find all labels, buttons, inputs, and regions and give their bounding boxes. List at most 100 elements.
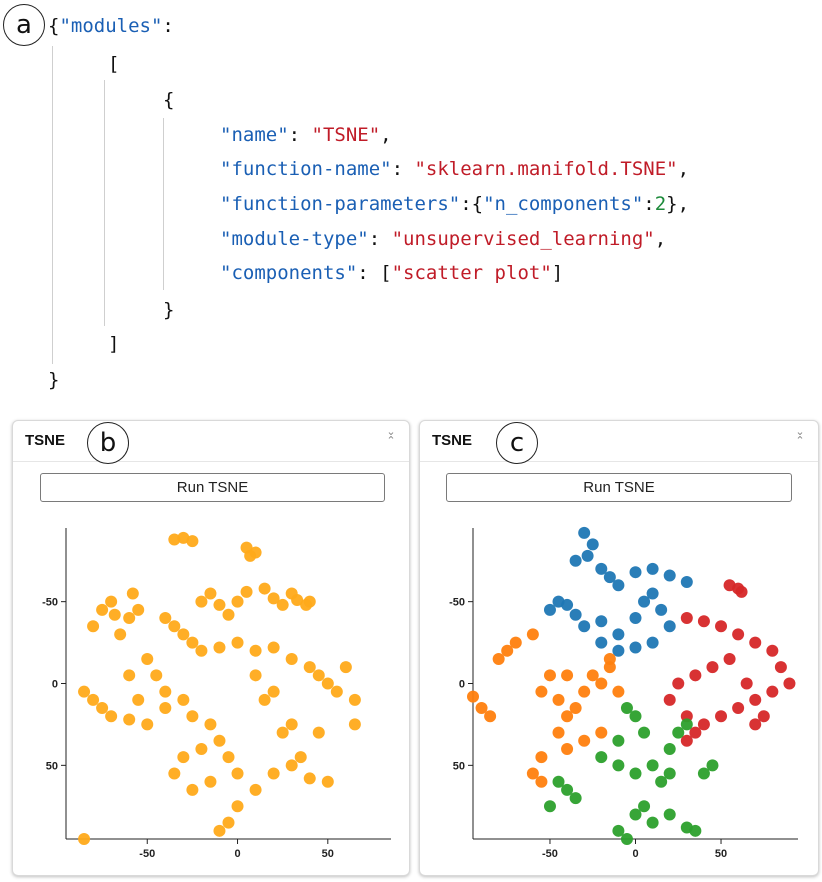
x-tick-label: -50 (139, 848, 155, 860)
scatter-point (231, 595, 244, 608)
scatter-point (735, 585, 748, 598)
scatter-point (267, 767, 280, 780)
scatter-point (595, 562, 608, 575)
scatter-point (123, 713, 136, 726)
scatter-point (646, 636, 659, 649)
scatter-point (697, 615, 710, 628)
scatter-point (177, 751, 190, 764)
scatter-point (612, 685, 625, 698)
scatter-point (757, 710, 770, 723)
y-tick-label: -50 (449, 597, 465, 609)
code-line-1: {"modules": (48, 15, 174, 37)
scatter-point (535, 775, 548, 788)
scatter-point (561, 783, 574, 796)
scatter-point (222, 816, 235, 829)
scatter-point (321, 775, 334, 788)
scatter-point (578, 685, 591, 698)
scatter-point (629, 710, 642, 723)
scatter-point (177, 693, 190, 706)
scatter-point (586, 538, 599, 551)
scatter-point (655, 603, 668, 616)
scatter-point (569, 608, 582, 621)
scatter-point (213, 824, 226, 837)
scatter-series (663, 579, 796, 747)
scatter-point (543, 800, 556, 813)
scatter-point (231, 800, 244, 813)
scatter-point (569, 792, 582, 805)
scatter-point (195, 644, 208, 657)
scatter-point (629, 808, 642, 821)
scatter-point (204, 775, 217, 788)
scatter-point (680, 612, 693, 625)
scatter-point (561, 669, 574, 682)
scatter-point (706, 759, 719, 772)
scatter-point (276, 598, 289, 611)
scatter-point (766, 685, 779, 698)
scatter-point (595, 636, 608, 649)
scatter-point (186, 636, 199, 649)
scatter-point (680, 576, 693, 589)
scatter-point (294, 751, 307, 764)
x-tick-label: 0 (632, 848, 638, 860)
y-tick-label: 50 (46, 760, 58, 772)
scatter-point (612, 579, 625, 592)
scatter-point (312, 726, 325, 739)
collapse-toggle-icon[interactable]: ⌄ ⌃ (385, 425, 397, 449)
scatter-point (123, 612, 136, 625)
scatter-point (213, 598, 226, 611)
scatter-point (697, 718, 710, 731)
scatter-point (258, 582, 271, 595)
scatter-point (132, 693, 145, 706)
scatter-point (303, 772, 316, 785)
scatter-point (740, 677, 753, 690)
scatter-point (177, 531, 190, 544)
scatter-point (535, 685, 548, 698)
chevron-up-icon: ⌃ (795, 434, 805, 447)
scatter-point (655, 775, 668, 788)
scatter-point (348, 693, 361, 706)
scatter-point (586, 669, 599, 682)
code-line-10: ] (108, 333, 120, 355)
scatter-point (766, 644, 779, 657)
scatter-point (629, 767, 642, 780)
scatter-point (569, 554, 582, 567)
scatter-point (168, 533, 181, 546)
y-tick-label: 50 (453, 760, 465, 772)
scatter-point (126, 587, 139, 600)
scatter-point (595, 615, 608, 628)
scatter-point (312, 669, 325, 682)
scatter-point (213, 734, 226, 747)
scatter-point (646, 759, 659, 772)
scatter-point (96, 603, 109, 616)
scatter-point (629, 612, 642, 625)
scatter-point (749, 718, 762, 731)
code-line-module-type: "module-type": "unsupervised_learning", (220, 228, 667, 250)
run-tsne-button[interactable]: Run TSNE (40, 473, 385, 502)
scatter-point (680, 734, 693, 747)
chevron-down-icon: ⌄ (386, 425, 396, 438)
collapse-toggle-icon[interactable]: ⌄ ⌃ (794, 426, 806, 449)
scatter-point (663, 742, 676, 755)
scatter-point (680, 718, 693, 731)
scatter-point (732, 702, 745, 715)
scatter-point (672, 677, 685, 690)
scatter-point (484, 710, 497, 723)
indent-guide (52, 46, 53, 364)
scatter-point (132, 603, 145, 616)
scatter-point (204, 587, 217, 600)
run-tsne-button[interactable]: Run TSNE (446, 473, 792, 502)
scatter-series (78, 531, 361, 845)
scatter-point (663, 620, 676, 633)
code-line-3: { (163, 89, 175, 111)
scatter-point (603, 571, 616, 584)
scatter-point (114, 628, 127, 641)
scatter-point (535, 751, 548, 764)
scatter-point (663, 569, 676, 582)
scatter-point (249, 783, 262, 796)
scatter-point (492, 652, 505, 665)
x-tick-label: 50 (715, 848, 727, 860)
